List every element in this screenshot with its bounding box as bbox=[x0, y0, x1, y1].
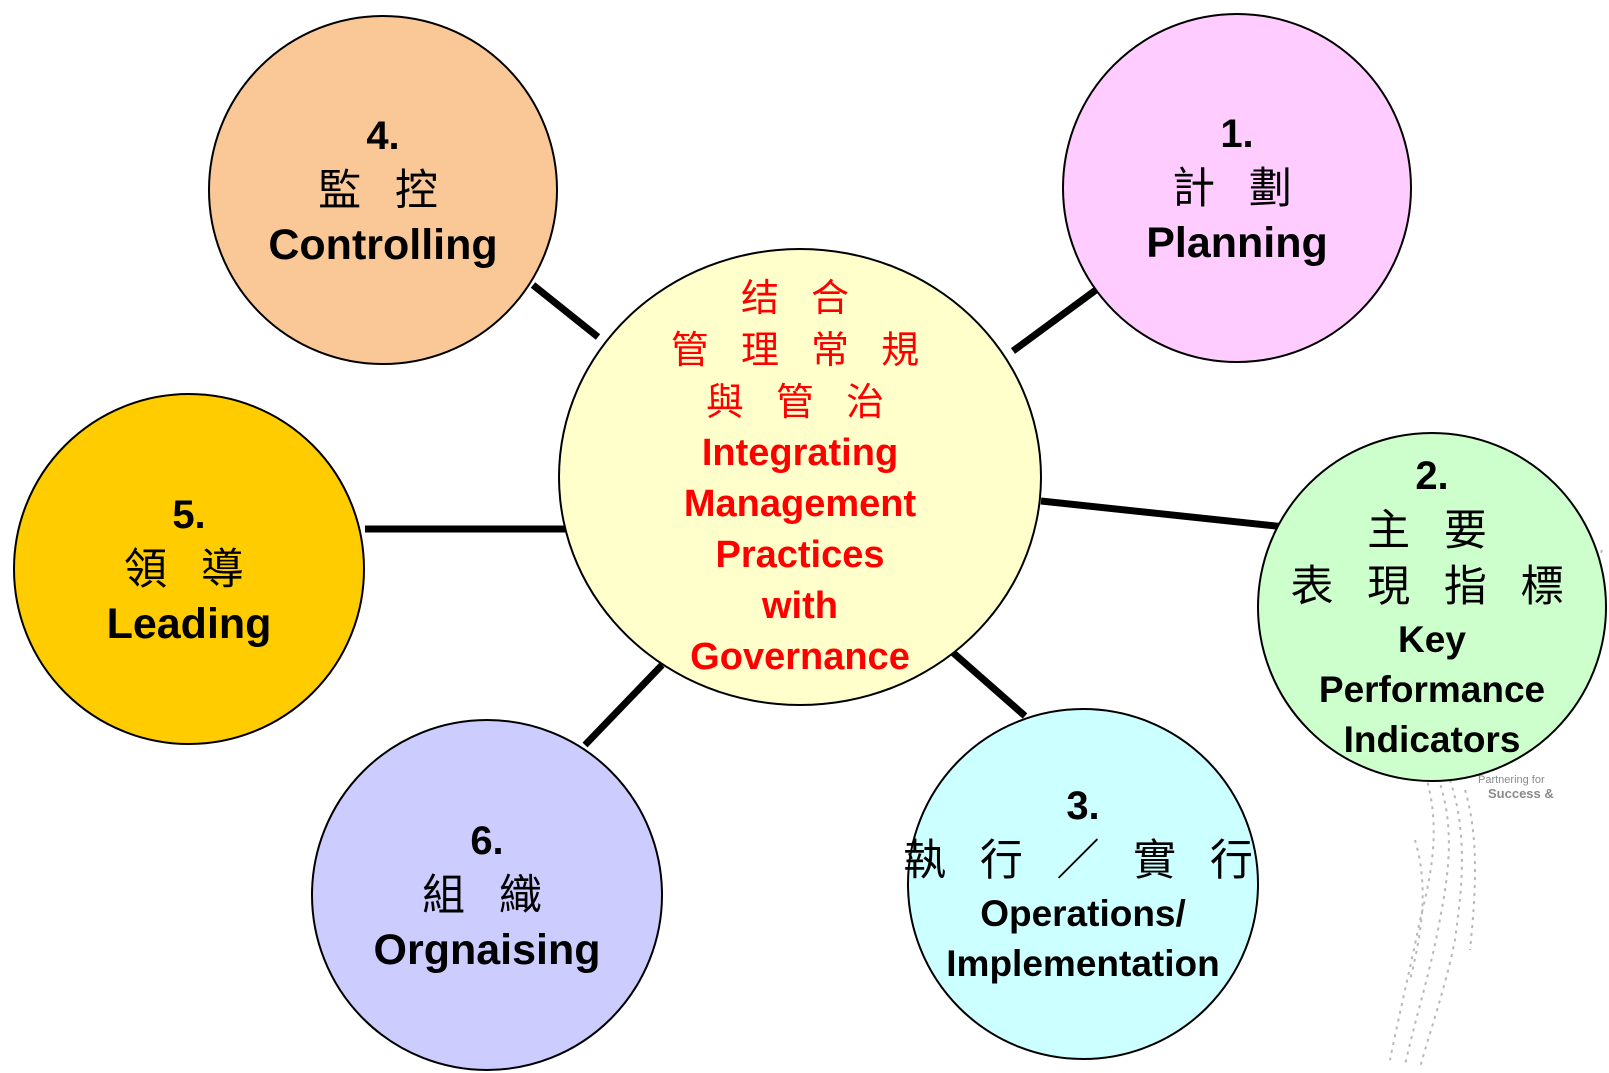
watermark-line2: Success & bbox=[1488, 786, 1554, 801]
node-kpi: 2. 主 要 表 現 指 標 Key Performance Indicator… bbox=[1257, 432, 1607, 782]
node-controlling-zh: 監 控 bbox=[318, 166, 448, 216]
node-organising-zh: 組 織 bbox=[422, 871, 552, 921]
node-controlling: 4. 監 控 Controlling bbox=[208, 15, 558, 365]
connector-operations bbox=[947, 647, 1028, 719]
node-planning-zh: 計 劃 bbox=[1172, 164, 1302, 214]
connector-kpi bbox=[1040, 497, 1286, 531]
node-operations-number: 3. bbox=[1066, 784, 1100, 828]
node-kpi-en-3: Indicators bbox=[1343, 719, 1521, 760]
center-zh-line-1: 结 合 bbox=[740, 275, 860, 320]
node-organising: 6. 組 織 Orgnaising bbox=[311, 719, 663, 1071]
node-controlling-en: Controlling bbox=[268, 221, 498, 269]
center-zh-line-3: 與 管 治 bbox=[705, 379, 895, 424]
node-planning-number: 1. bbox=[1220, 112, 1254, 156]
connector-planning bbox=[1010, 281, 1107, 354]
center-en-line-1: Integrating bbox=[701, 431, 899, 474]
node-operations-zh: 執 行 ／ 實 行 bbox=[903, 836, 1263, 886]
node-organising-en: Orgnaising bbox=[373, 926, 601, 974]
node-kpi-zh-1: 主 要 bbox=[1367, 506, 1497, 556]
node-operations-en-2: Implementation bbox=[946, 943, 1220, 984]
center-en-line-3: Practices bbox=[715, 533, 885, 576]
node-planning: 1. 計 劃 Planning bbox=[1062, 13, 1412, 363]
node-leading-zh: 領 導 bbox=[124, 545, 254, 595]
node-organising-number: 6. bbox=[470, 819, 504, 863]
node-leading-number: 5. bbox=[172, 493, 206, 537]
node-controlling-number: 4. bbox=[366, 114, 400, 158]
watermark-line1: Partnering for bbox=[1478, 774, 1545, 786]
connector-controlling bbox=[530, 282, 601, 340]
node-kpi-en-2: Performance bbox=[1318, 669, 1546, 710]
center-node: 结 合 管 理 常 規 與 管 治 Integrating Management… bbox=[558, 248, 1042, 706]
node-kpi-zh-2: 表 現 指 標 bbox=[1290, 562, 1574, 612]
connector-organising bbox=[582, 662, 665, 748]
node-operations: 3. 執 行 ／ 實 行 Operations/ Implementation bbox=[903, 708, 1259, 1060]
node-leading: 5. 領 導 Leading bbox=[13, 393, 365, 745]
center-en-line-2: Management bbox=[683, 482, 917, 525]
node-leading-en: Leading bbox=[106, 600, 272, 648]
node-planning-en: Planning bbox=[1146, 219, 1328, 267]
node-operations-en-1: Operations/ bbox=[980, 893, 1186, 934]
node-kpi-number: 2. bbox=[1415, 454, 1449, 498]
node-kpi-en-1: Key bbox=[1398, 619, 1466, 660]
center-en-line-5: Governance bbox=[690, 635, 910, 678]
center-zh-line-2: 管 理 常 規 bbox=[670, 327, 930, 372]
center-en-line-4: with bbox=[762, 584, 838, 627]
